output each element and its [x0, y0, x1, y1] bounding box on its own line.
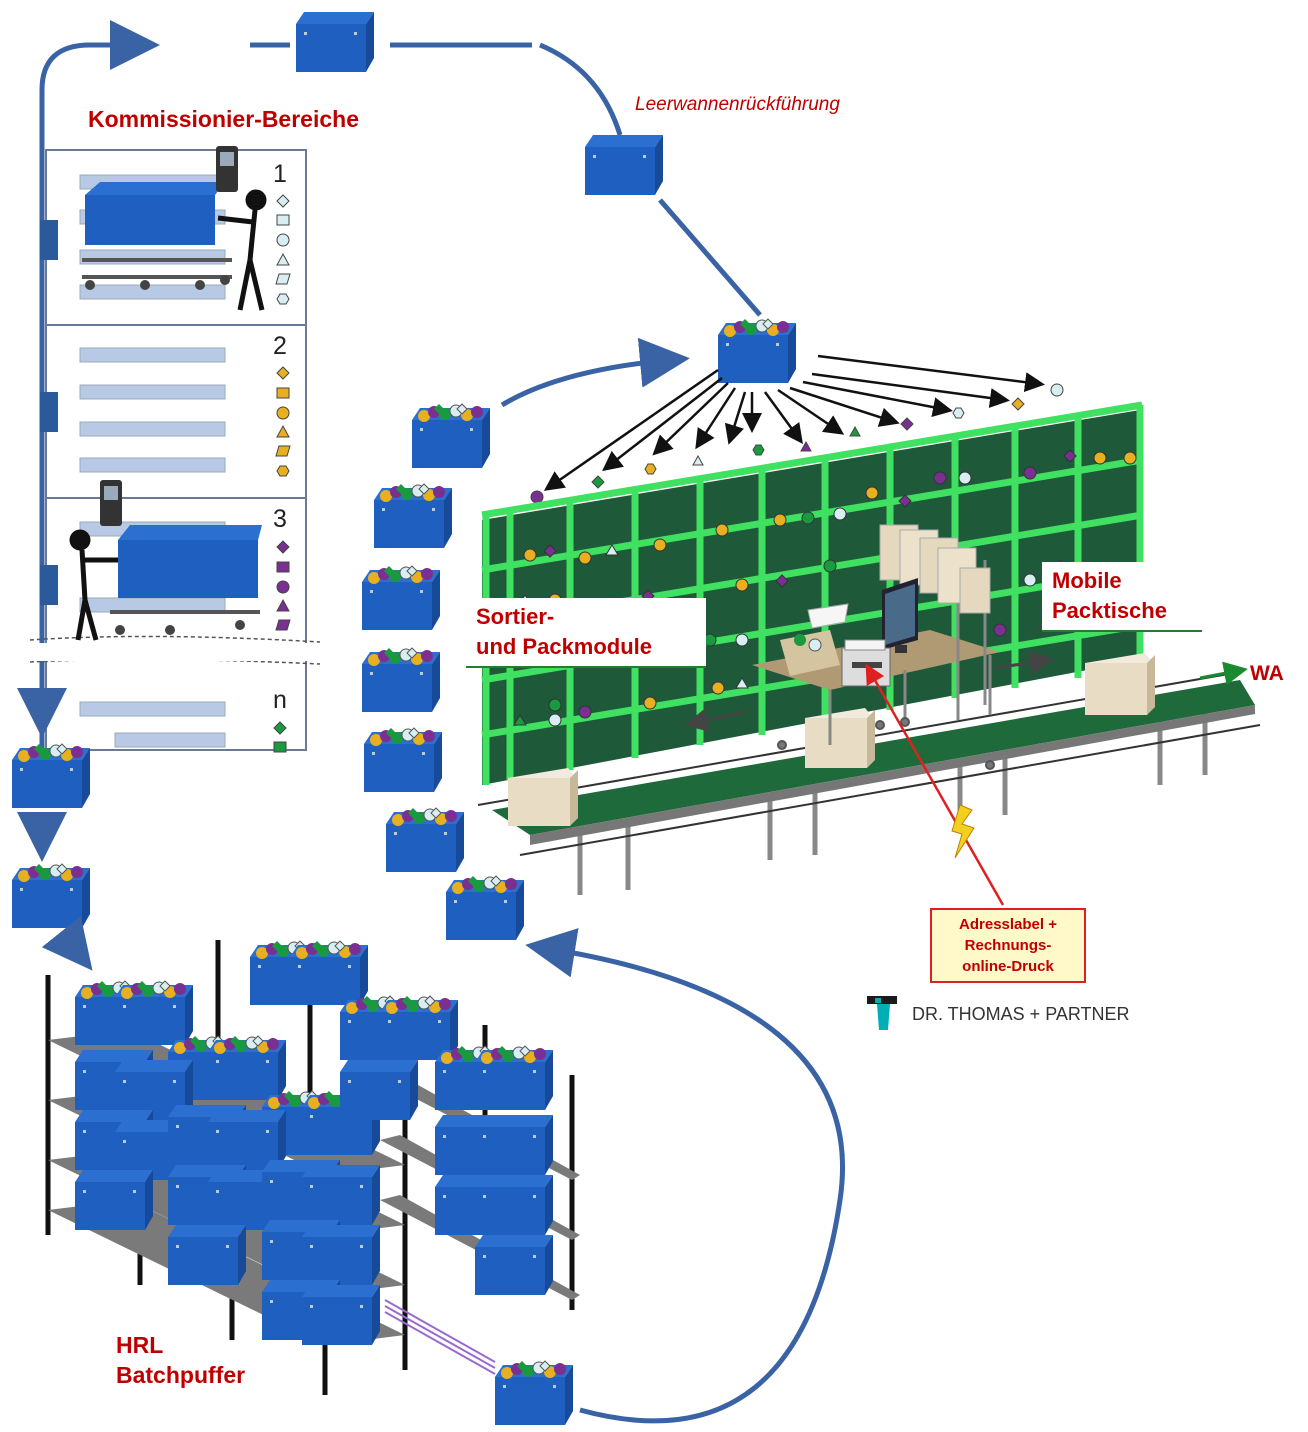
print-callout: Adresslabel + Rechnungs- online-Druck: [930, 908, 1086, 983]
print-line-2: Rechnungs-: [938, 935, 1078, 956]
handheld-scanner-icon: [100, 480, 122, 526]
hrl-line-2: Batchpuffer: [116, 1360, 245, 1390]
full-tote: [12, 864, 90, 928]
full-tote: [495, 1361, 573, 1425]
mobile-line-2: Packtische: [1052, 596, 1192, 626]
handheld-scanner-icon: [216, 146, 238, 192]
print-signal: [868, 668, 1003, 905]
printer-icon: [842, 640, 890, 686]
empty-tote-return-label: Leerwannenrückführung: [635, 94, 840, 116]
brand-name: DR. THOMAS + PARTNER: [912, 1004, 1130, 1025]
zone-1-number: 1: [273, 160, 287, 189]
sort-pack-line-2: und Packmodule: [476, 632, 696, 662]
sort-pack-modules-label: Sortier- und Packmodule: [466, 598, 706, 668]
full-tote: [12, 744, 90, 808]
empty-tote: [296, 12, 374, 72]
empty-tote: [585, 135, 663, 195]
zone-3-number: 3: [273, 505, 287, 534]
mobile-line-1: Mobile: [1052, 566, 1192, 596]
print-line-1: Adresslabel +: [938, 914, 1078, 935]
parcel-box: [508, 768, 578, 826]
parcel-box: [1085, 653, 1155, 715]
picking-area-panel: [30, 146, 320, 750]
zone-2-number: 2: [273, 332, 287, 361]
distribution-tote: [718, 319, 796, 383]
picking-areas-title: Kommissionier-Bereiche: [88, 106, 359, 133]
hrl-line-1: HRL: [116, 1330, 245, 1360]
sort-pack-line-1: Sortier-: [476, 602, 696, 632]
hrl-batch-buffer-label: HRL Batchpuffer: [116, 1330, 245, 1390]
hrl-batch-buffer-rack: [48, 940, 580, 1395]
mobile-pack-tables-label: Mobile Packtische: [1042, 562, 1202, 632]
zone-n-number: n: [273, 686, 287, 715]
parcel-box: [805, 708, 875, 768]
shipping-label: WA: [1250, 662, 1284, 686]
print-line-3: online-Druck: [938, 956, 1078, 977]
brand-logo: [867, 996, 897, 1030]
